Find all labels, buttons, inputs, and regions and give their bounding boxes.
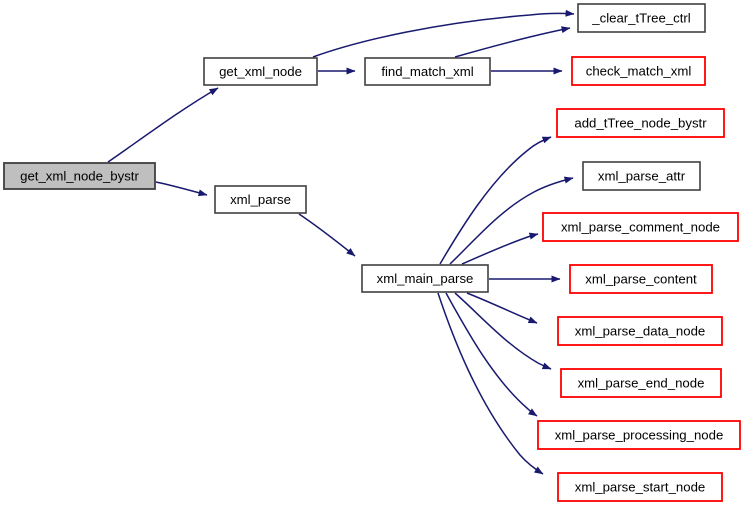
graph-node-_clear_tTree_ctrl[interactable]: _clear_tTree_ctrl	[577, 3, 706, 33]
node-label-add_tTree_node_bystr: add_tTree_node_bystr	[574, 115, 707, 130]
node-label-xml_parse_start_node: xml_parse_start_node	[575, 479, 705, 494]
node-label-xml_parse_comment_node: xml_parse_comment_node	[561, 219, 720, 234]
call-edge-find_match_xml-to-_clear_tTree_ctrl	[454, 26, 571, 58]
call-edge-xml_main_parse-to-add_tTree_node_bystr	[439, 136, 552, 265]
node-label-xml_parse_content: xml_parse_content	[585, 271, 697, 286]
graph-node-get_xml_node[interactable]: get_xml_node	[203, 57, 318, 86]
node-label-check_match_xml: check_match_xml	[586, 63, 692, 78]
node-label-get_xml_node_bystr: get_xml_node_bystr	[20, 168, 139, 183]
graph-node-xml_parse_end_node[interactable]: xml_parse_end_node	[560, 368, 722, 398]
node-box-add_tTree_node_bystr[interactable]	[556, 108, 725, 138]
node-label-_clear_tTree_ctrl: _clear_tTree_ctrl	[591, 10, 691, 25]
node-box-xml_main_parse[interactable]	[361, 264, 489, 293]
call-edge-xml_parse-to-xml_main_parse	[298, 213, 356, 257]
call-edge-xml_main_parse-to-xml_parse_processing_node	[445, 292, 538, 417]
node-box-xml_parse_start_node[interactable]	[557, 472, 723, 502]
graph-node-check_match_xml[interactable]: check_match_xml	[571, 56, 706, 86]
node-box-get_xml_node_bystr[interactable]	[3, 162, 156, 190]
graph-node-xml_parse_comment_node[interactable]: xml_parse_comment_node	[542, 212, 739, 242]
node-label-xml_parse_data_node: xml_parse_data_node	[575, 323, 706, 338]
node-box-get_xml_node[interactable]	[203, 57, 318, 86]
graph-node-xml_main_parse[interactable]: xml_main_parse	[361, 264, 489, 293]
call-edge-get_xml_node_bystr-to-xml_parse	[155, 181, 208, 197]
node-box-xml_parse_attr[interactable]	[582, 161, 701, 191]
graph-node-xml_parse[interactable]: xml_parse	[214, 185, 307, 214]
call-edge-xml_main_parse-to-xml_parse_end_node	[454, 292, 552, 370]
call-edge-xml_main_parse-to-xml_parse_attr	[449, 176, 574, 265]
node-box-find_match_xml[interactable]	[364, 57, 491, 86]
graph-node-get_xml_node_bystr[interactable]: get_xml_node_bystr	[3, 162, 156, 190]
node-label-xml_parse: xml_parse	[230, 192, 291, 207]
graph-node-xml_parse_start_node[interactable]: xml_parse_start_node	[557, 472, 723, 502]
call-edge-xml_main_parse-to-xml_parse_comment_node	[461, 232, 539, 265]
nodes-layer: get_xml_node_bystr get_xml_node xml_parse f…	[3, 3, 741, 502]
node-label-xml_parse_processing_node: xml_parse_processing_node	[555, 427, 724, 442]
graph-node-xml_parse_processing_node[interactable]: xml_parse_processing_node	[537, 420, 741, 450]
node-label-find_match_xml: find_match_xml	[381, 64, 473, 79]
node-box-xml_parse_end_node[interactable]	[560, 368, 722, 398]
call-edge-get_xml_node_bystr-to-get_xml_node	[107, 87, 219, 163]
node-box-xml_parse_data_node[interactable]	[557, 316, 723, 346]
edges-layer	[107, 9, 575, 475]
node-label-xml_main_parse: xml_main_parse	[377, 271, 474, 286]
call-edge-get_xml_node-to-_clear_tTree_ctrl	[312, 9, 575, 58]
node-label-get_xml_node: get_xml_node	[219, 64, 302, 79]
node-label-xml_parse_attr: xml_parse_attr	[598, 168, 686, 183]
node-box-check_match_xml[interactable]	[571, 56, 706, 86]
node-box-xml_parse_comment_node[interactable]	[542, 212, 739, 242]
graph-node-xml_parse_content[interactable]: xml_parse_content	[569, 264, 713, 294]
node-box-xml_parse[interactable]	[214, 185, 307, 214]
graph-node-find_match_xml[interactable]: find_match_xml	[364, 57, 491, 86]
call-edge-xml_main_parse-to-xml_parse_start_node	[437, 292, 544, 475]
graph-node-add_tTree_node_bystr[interactable]: add_tTree_node_bystr	[556, 108, 725, 138]
graph-node-xml_parse_attr[interactable]: xml_parse_attr	[582, 161, 701, 191]
node-box-_clear_tTree_ctrl[interactable]	[577, 3, 706, 33]
graph-node-xml_parse_data_node[interactable]: xml_parse_data_node	[557, 316, 723, 346]
call-edge-xml_main_parse-to-xml_parse_data_node	[466, 292, 538, 324]
node-box-xml_parse_processing_node[interactable]	[537, 420, 741, 450]
node-label-xml_parse_end_node: xml_parse_end_node	[578, 375, 705, 390]
node-box-xml_parse_content[interactable]	[569, 264, 713, 294]
